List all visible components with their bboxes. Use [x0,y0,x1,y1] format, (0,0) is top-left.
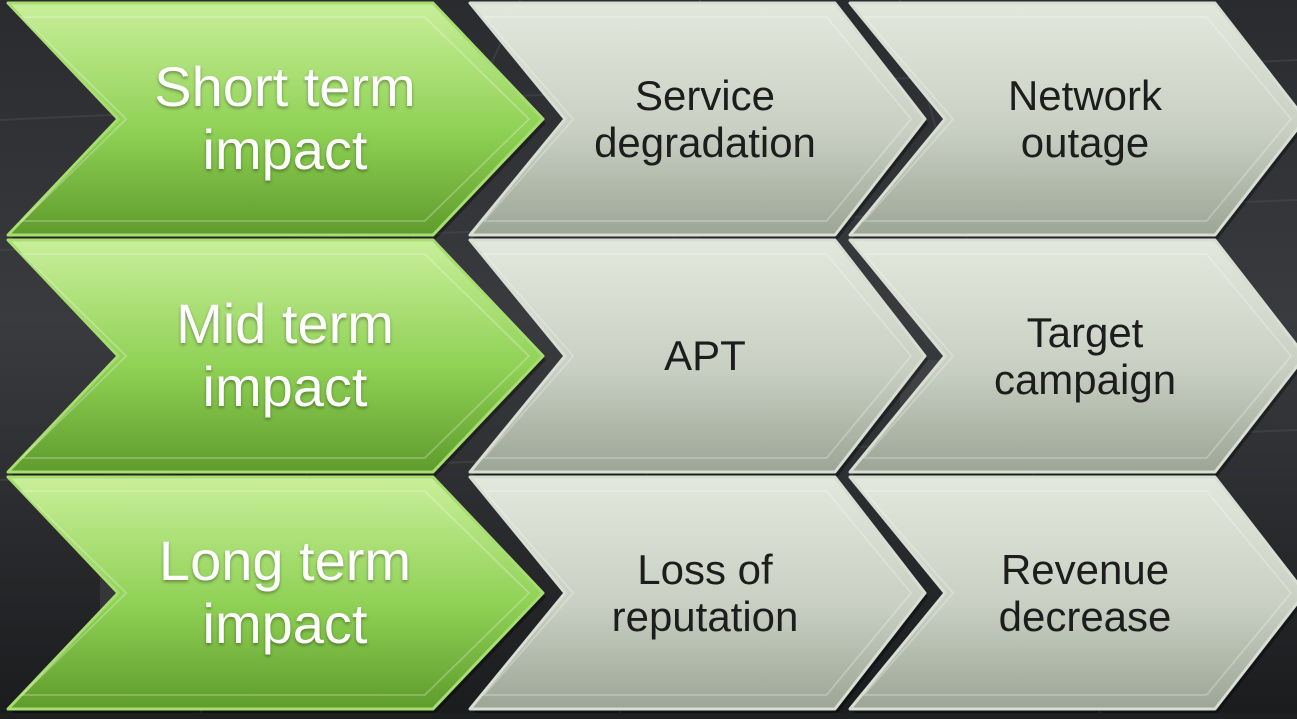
step-label-row-3-2: Revenue decrease [998,545,1172,640]
heading-chevron-row-2 [6,238,546,476]
step-label-row-1-1: Service degradation [594,71,816,166]
step-label-row-3-1: Loss of reputation [611,545,799,640]
step-chevron-row-2-1 [468,238,928,476]
step-chevron-row-3-1 [468,475,928,713]
heading-label-row-3: Long term impact [158,529,412,655]
heading-label-row-1: Short term impact [154,55,416,181]
step-chevron-row-1-1 [468,1,928,239]
step-chevron-row-1-2 [848,1,1297,239]
step-chevron-row-3-2 [848,475,1297,713]
step-label-row-2-1: APT [664,332,746,380]
heading-chevron-row-1 [6,1,546,239]
heading-chevron-row-3 [6,475,546,713]
heading-label-row-2: Mid term impact [176,292,394,418]
step-label-row-2-2: Target campaign [993,308,1177,403]
step-chevron-row-2-2 [848,238,1297,476]
step-label-row-1-2: Network outage [1007,71,1163,166]
